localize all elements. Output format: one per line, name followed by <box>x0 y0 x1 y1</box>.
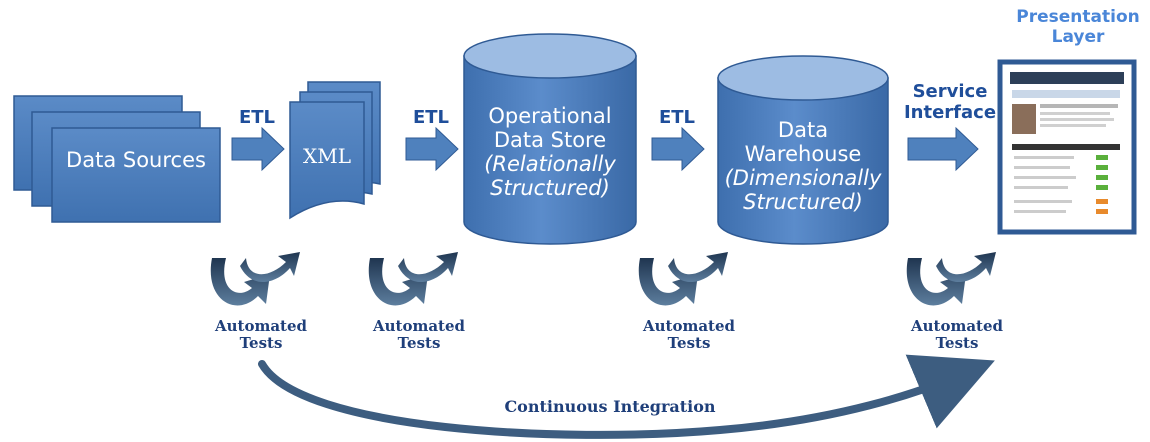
automated-tests-3-line-2: Tests <box>667 334 711 353</box>
etl-arrow-1 <box>231 126 285 172</box>
service-interface-arrow <box>907 126 979 172</box>
xml-label: XML <box>303 144 351 168</box>
ods-cylinder-top <box>463 33 637 79</box>
service-interface-label: Service Interface <box>900 81 1000 123</box>
test-cycle-icon-3 <box>638 252 728 306</box>
presentation-layer-label: Presentation Layer <box>1010 7 1146 47</box>
etl-arrow-3 <box>651 126 705 172</box>
data-source-box-front <box>51 127 221 223</box>
dw-title-line-2: Warehouse <box>744 142 862 167</box>
automated-tests-label-4: Automated Tests <box>902 317 1012 353</box>
data-warehouse-cylinder <box>717 55 889 245</box>
automated-tests-4-line-1: Automated <box>910 317 1004 335</box>
screenshot-header-bar <box>1010 72 1124 84</box>
ods-subtitle-line-2: Structured) <box>490 176 610 201</box>
automated-tests-1-line-2: Tests <box>239 334 283 353</box>
etl-label-3: ETL <box>658 107 696 128</box>
etl-label-1: ETL <box>238 107 276 128</box>
operational-data-store-cylinder <box>463 33 637 245</box>
dw-title: Data Warehouse (Dimensionally Structured… <box>718 118 888 215</box>
data-sources-stack <box>13 95 221 223</box>
presentation-layer-screenshot <box>997 59 1137 235</box>
dw-cylinder-body <box>717 77 889 245</box>
test-cycle-icon-1 <box>210 252 300 306</box>
automated-tests-2-line-1: Automated <box>372 317 466 335</box>
continuous-integration-arrow <box>258 354 995 439</box>
screenshot-table-header <box>1012 144 1120 150</box>
ods-subtitle-line-1: (Relationally <box>484 152 616 177</box>
automated-tests-1-line-1: Automated <box>214 317 308 335</box>
etl-arrow-2 <box>405 126 459 172</box>
presentation-label-line-1: Presentation <box>1016 7 1140 27</box>
dw-subtitle-line-1: (Dimensionally <box>724 166 882 191</box>
etl-label-2: ETL <box>412 107 450 128</box>
xml-document-stack <box>289 81 381 220</box>
xml-doc-front <box>289 101 365 220</box>
automated-tests-label-2: Automated Tests <box>364 317 474 353</box>
data-sources-label: Data Sources <box>66 148 206 172</box>
dw-cylinder-top <box>717 55 889 101</box>
automated-tests-label-1: Automated Tests <box>206 317 316 353</box>
ods-title-line-2: Data Store <box>493 128 607 153</box>
presentation-label-line-2: Layer <box>1051 26 1105 47</box>
automated-tests-3-line-1: Automated <box>642 317 736 335</box>
automated-tests-label-3: Automated Tests <box>634 317 744 353</box>
dw-subtitle-line-2: Structured) <box>743 190 863 215</box>
ods-title-line-1: Operational <box>488 104 612 128</box>
ods-title: Operational Data Store (Relationally Str… <box>464 104 636 201</box>
test-cycle-icon-2 <box>368 252 458 306</box>
screenshot-tab-bar <box>1012 90 1120 98</box>
ods-cylinder-body <box>463 55 637 245</box>
screenshot-avatar <box>1012 104 1036 134</box>
dw-title-line-1: Data <box>777 118 829 142</box>
test-cycle-icon-4 <box>906 252 996 306</box>
continuous-integration-label: Continuous Integration <box>504 397 716 416</box>
service-label-line-1: Service <box>912 81 988 102</box>
automated-tests-2-line-2: Tests <box>397 334 441 353</box>
automated-tests-4-line-2: Tests <box>935 334 979 353</box>
service-label-line-2: Interface <box>903 101 997 123</box>
